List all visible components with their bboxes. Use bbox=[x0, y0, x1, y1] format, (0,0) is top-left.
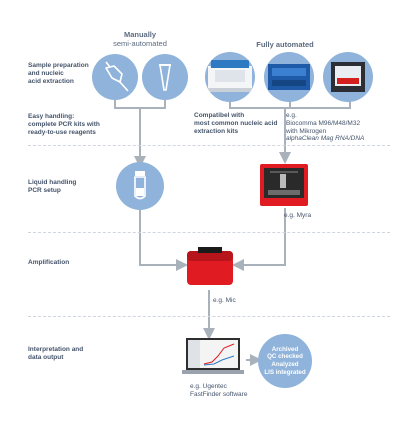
extractor-circle-3 bbox=[323, 52, 373, 102]
auto-column-header: Fully automated bbox=[256, 40, 314, 49]
stage-label-liquid: Liquid handling PCR setup bbox=[28, 179, 77, 195]
stage-label-handling: Easy handling: complete PCR kits with re… bbox=[28, 113, 100, 137]
tube-icon bbox=[134, 171, 146, 200]
output-qc-checked: QC checked bbox=[267, 353, 303, 361]
extractor-circle-1 bbox=[205, 52, 255, 102]
tube-to-mic-arrow bbox=[139, 210, 188, 271]
manual-header-line-1: Manually bbox=[123, 30, 157, 39]
extraction-instrument-icon bbox=[331, 62, 365, 92]
stage-label-sample: Sample preparation and nucleic acid extr… bbox=[28, 62, 89, 86]
extraction-example-note: e.g. Biocomma M96/M48/M32 with Mikrogen … bbox=[286, 112, 365, 143]
myra-caption: e.g. Myra bbox=[284, 212, 312, 219]
extraction-instrument-icon bbox=[268, 64, 310, 90]
myra-device-icon bbox=[260, 164, 308, 206]
manual-join-line bbox=[114, 100, 166, 109]
pipette-tip-icon bbox=[159, 64, 171, 91]
mic-instrument bbox=[184, 245, 236, 289]
stage-divider bbox=[28, 145, 390, 146]
extraction-instrument-icon bbox=[208, 60, 252, 92]
tube-circle bbox=[116, 162, 164, 210]
mic-device-icon bbox=[187, 247, 233, 285]
output-analyzed: Analyzed bbox=[271, 361, 299, 368]
stage-divider bbox=[28, 232, 390, 233]
manual-header-line-2: semi-automated bbox=[113, 39, 167, 48]
tip-circle bbox=[142, 54, 188, 100]
output-lis-integrated: LIS integrated bbox=[264, 368, 306, 376]
output-archived: Archived bbox=[271, 345, 299, 353]
software-caption: e.g. Ugentec FastFinder software bbox=[190, 383, 248, 399]
output-circle: Archived QC checked Analyzed LIS integra… bbox=[258, 334, 312, 388]
compat-note: Compatibel with most common nucleic acid… bbox=[194, 112, 278, 135]
pipette-icon bbox=[105, 61, 129, 92]
pipette-circle bbox=[92, 54, 138, 100]
stage-label-interpretation: Interpretation and data output bbox=[28, 346, 84, 362]
stage-label-amplification: Amplification bbox=[28, 259, 70, 266]
myra-instrument bbox=[258, 162, 310, 208]
myra-to-mic-arrow bbox=[232, 208, 286, 271]
mic-caption: e.g. Mic bbox=[213, 297, 236, 304]
laptop-icon bbox=[182, 338, 244, 374]
extractor-circle-2 bbox=[264, 52, 314, 102]
stage-divider bbox=[28, 316, 390, 317]
software-laptop bbox=[182, 336, 244, 376]
manual-column-header: Manually semi-automated bbox=[105, 30, 175, 48]
